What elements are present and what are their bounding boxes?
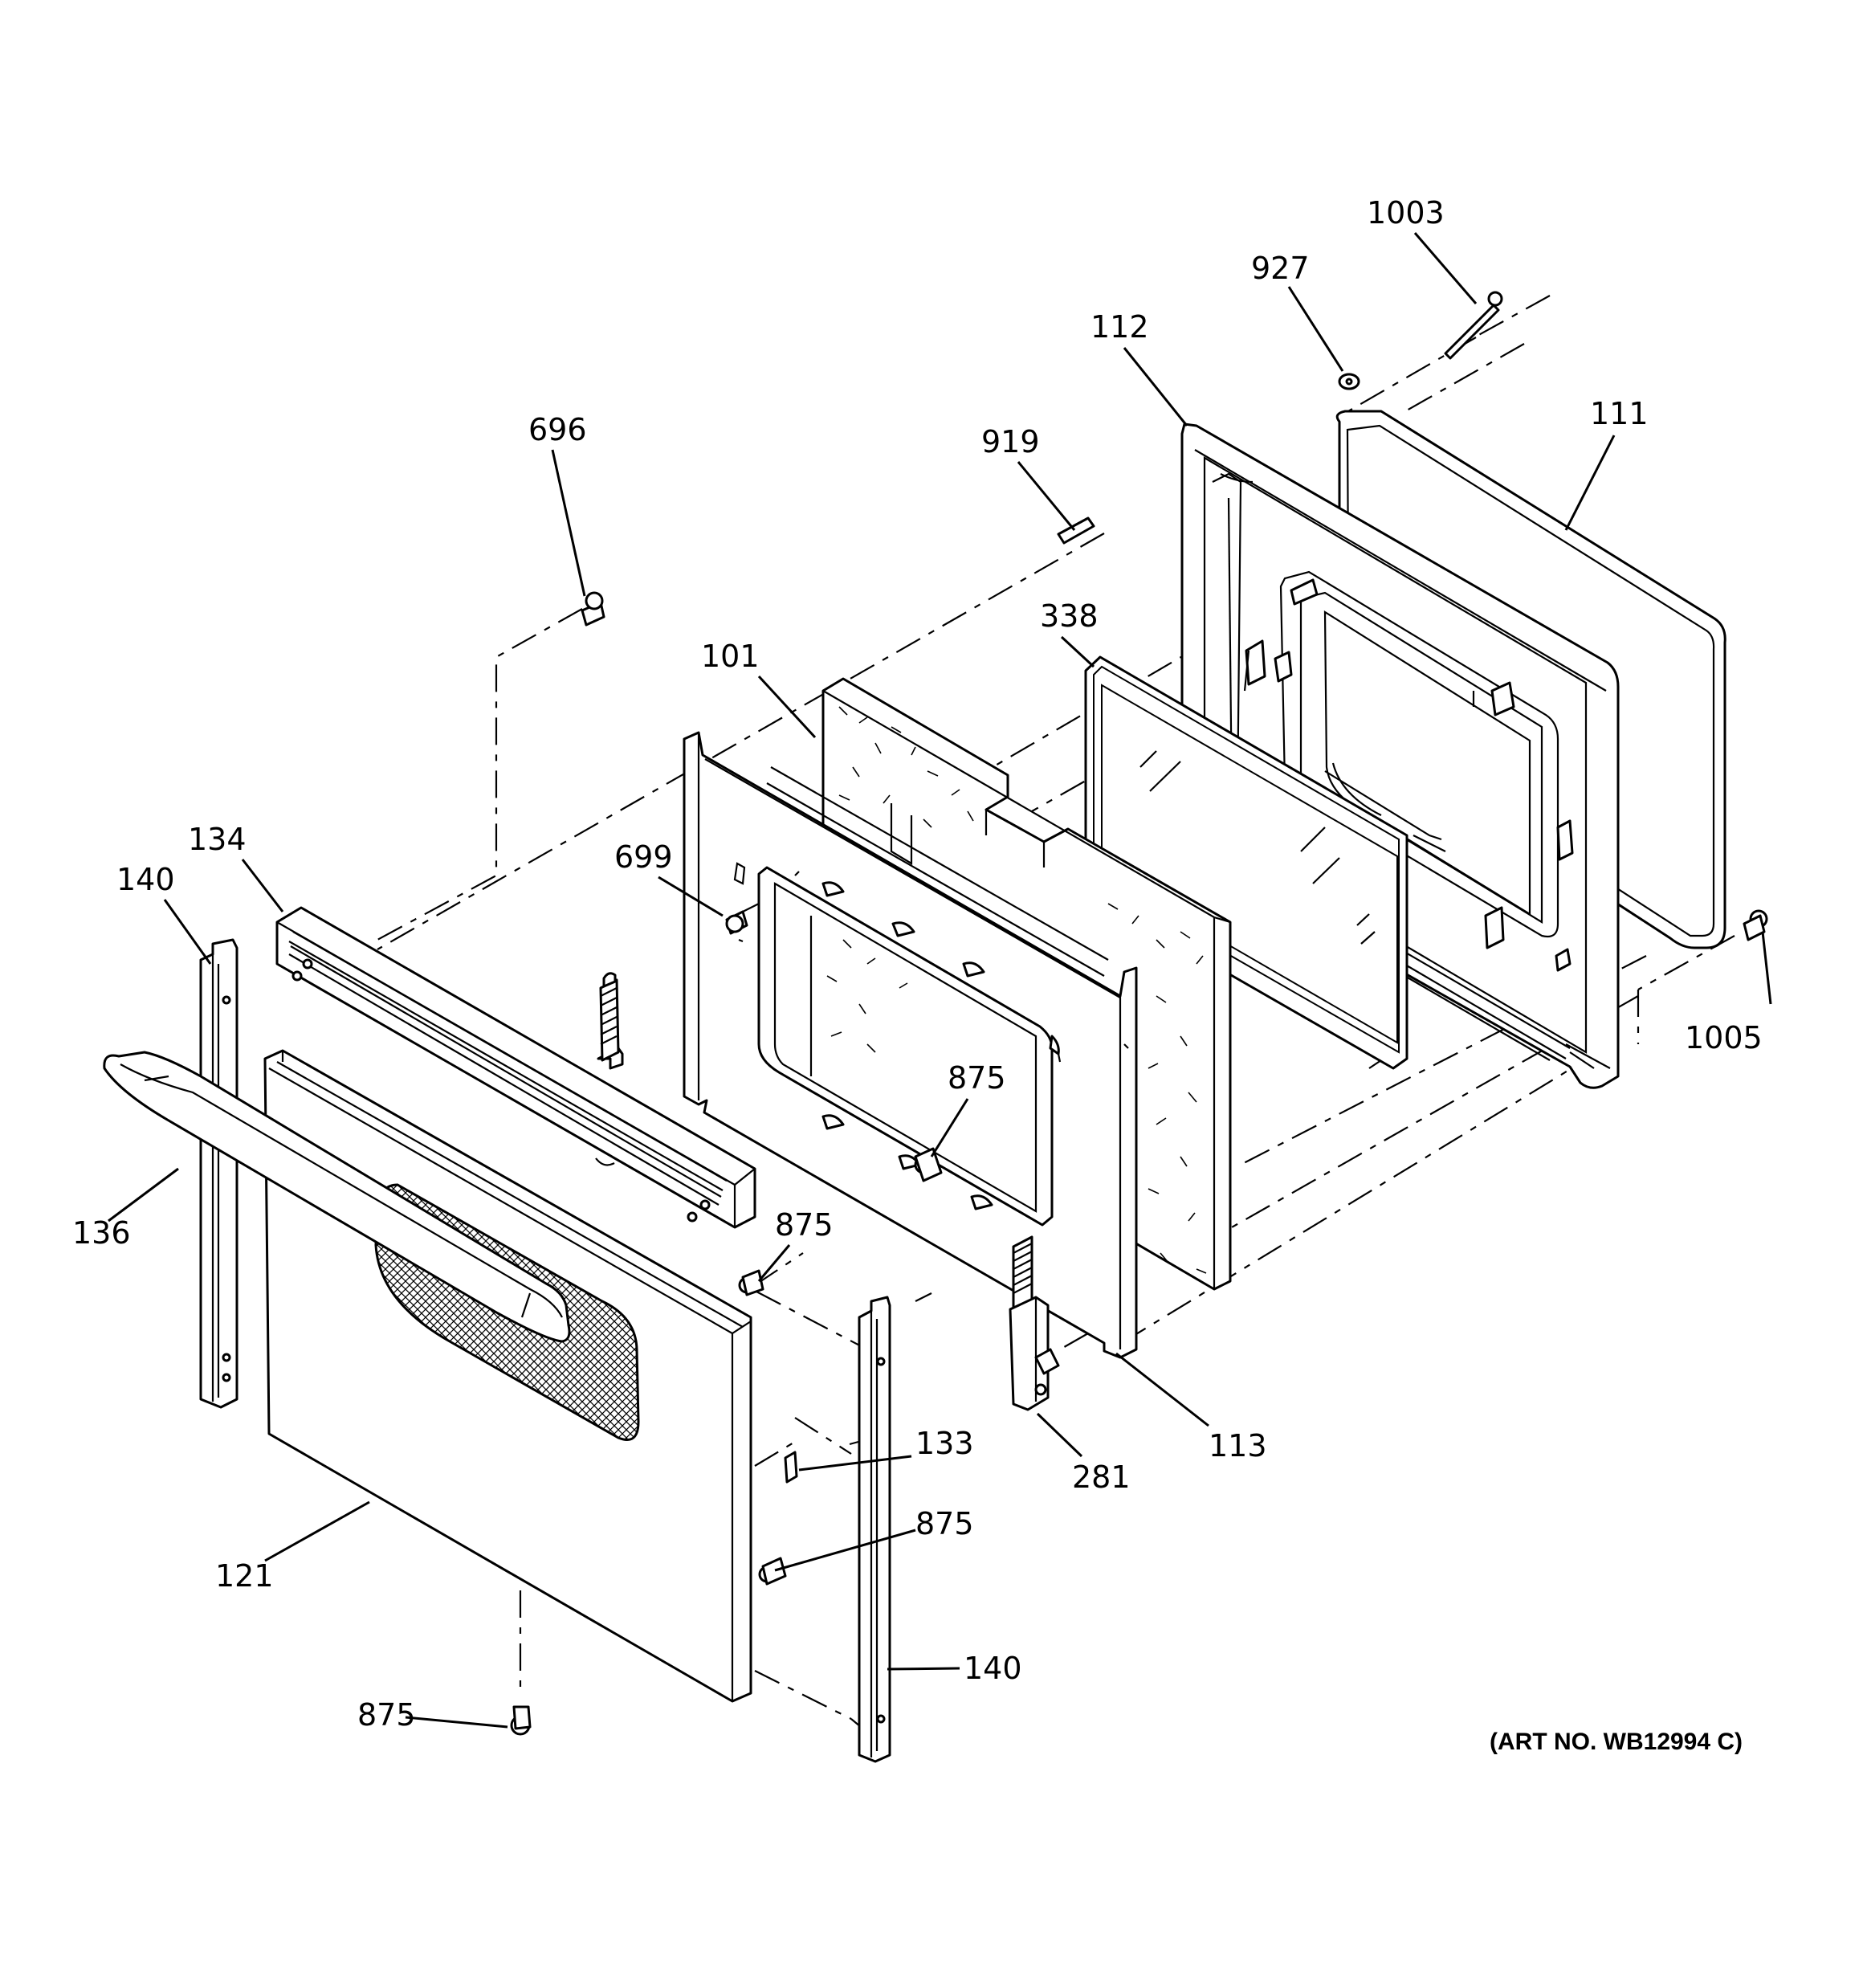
callout-875-mid: 875 bbox=[775, 1207, 834, 1243]
callout-1005: 1005 bbox=[1685, 1020, 1763, 1055]
part-1005-screw bbox=[1743, 909, 1768, 941]
part-699-screw bbox=[725, 903, 760, 935]
callout-281: 281 bbox=[1072, 1459, 1131, 1495]
callout-875-lower: 875 bbox=[915, 1506, 974, 1541]
part-927-washer bbox=[1338, 373, 1360, 390]
callout-134: 134 bbox=[188, 822, 247, 857]
callout-113: 113 bbox=[1209, 1428, 1267, 1463]
callout-338: 338 bbox=[1040, 598, 1099, 634]
callout-140-right: 140 bbox=[964, 1651, 1022, 1686]
callout-labels: 696 919 112 927 1003 111 338 101 699 134… bbox=[72, 195, 1763, 1733]
callout-140-left: 140 bbox=[116, 862, 175, 897]
part-136-door-handle bbox=[103, 1051, 571, 1343]
callout-875-bottom: 875 bbox=[357, 1697, 416, 1733]
callout-111: 111 bbox=[1590, 396, 1649, 431]
part-875-center-screw bbox=[914, 1147, 943, 1182]
callout-133: 133 bbox=[915, 1426, 974, 1461]
callout-112: 112 bbox=[1090, 309, 1149, 345]
part-133-clip bbox=[784, 1451, 798, 1484]
frame-insulation-speckles bbox=[826, 939, 908, 1053]
callout-927: 927 bbox=[1251, 251, 1310, 286]
callout-696: 696 bbox=[528, 412, 587, 447]
callout-101: 101 bbox=[701, 639, 760, 674]
part-281-door-hinge bbox=[1009, 1235, 1060, 1411]
part-338-door-glass bbox=[1084, 655, 1408, 1070]
part-281-upper-hinge bbox=[597, 972, 624, 1070]
part-140-right-side-trim bbox=[858, 1296, 891, 1763]
callout-121: 121 bbox=[215, 1558, 274, 1594]
part-696-screw bbox=[581, 591, 605, 627]
part-875-bottom-screw bbox=[510, 1705, 532, 1736]
part-140-left-side-trim bbox=[199, 938, 238, 1409]
part-919-pin bbox=[1057, 516, 1095, 545]
part-875-lower-screw bbox=[758, 1557, 787, 1586]
callout-136: 136 bbox=[72, 1215, 131, 1251]
callout-875-center: 875 bbox=[948, 1060, 1006, 1096]
callout-1003: 1003 bbox=[1367, 195, 1445, 231]
part-875-mid-screw bbox=[738, 1269, 764, 1296]
leader-lines bbox=[108, 232, 1772, 1729]
part-134-vent-trim bbox=[275, 906, 756, 1229]
part-113-door-frame bbox=[683, 731, 1138, 1359]
part-1003-screw bbox=[1444, 291, 1503, 360]
callout-699: 699 bbox=[614, 839, 673, 875]
art-number: (ART NO. WB12994 C) bbox=[1490, 1729, 1743, 1755]
callout-919: 919 bbox=[981, 424, 1040, 459]
